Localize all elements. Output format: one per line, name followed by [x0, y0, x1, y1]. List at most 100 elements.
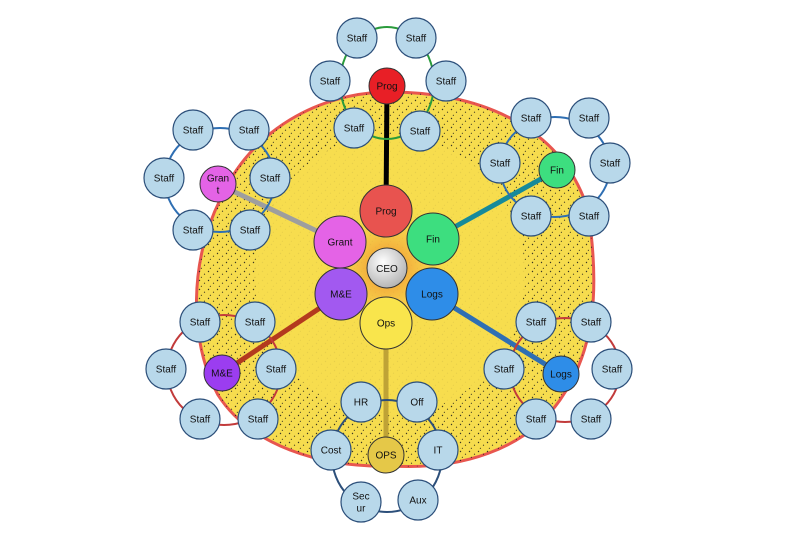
ceo-node[interactable]: CEO	[366, 247, 408, 289]
prog-member-circle[interactable]	[333, 107, 375, 149]
grant-member-node[interactable]: Staff	[249, 157, 291, 199]
prog-member-node[interactable]: Staff	[333, 107, 375, 149]
fin-member-node[interactable]: Staff	[568, 97, 610, 139]
me-member-circle[interactable]	[255, 348, 297, 390]
logs-member-node[interactable]: Staff	[515, 301, 557, 343]
prog-member-node[interactable]: Staff	[425, 60, 467, 102]
ceo-circle[interactable]	[366, 247, 408, 289]
prog-member-node[interactable]: Staff	[309, 60, 351, 102]
ops-hub-node[interactable]: OPS	[367, 436, 405, 474]
prog-member-circle[interactable]	[336, 17, 378, 59]
me-member-node[interactable]: Staff	[179, 398, 221, 440]
fin-member-circle[interactable]	[479, 142, 521, 184]
me-member-node[interactable]: Staff	[179, 301, 221, 343]
logs-member-circle[interactable]	[515, 398, 557, 440]
ops-member-circle[interactable]	[417, 429, 459, 471]
ops-member-circle[interactable]	[396, 381, 438, 423]
logs-member-circle[interactable]	[591, 348, 633, 390]
me-member-node[interactable]: Staff	[234, 301, 276, 343]
me-member-circle[interactable]	[179, 398, 221, 440]
prog-member-circle[interactable]	[309, 60, 351, 102]
grant-member-node[interactable]: Staff	[143, 157, 185, 199]
ops-member-circle[interactable]	[340, 481, 382, 523]
logs-member-circle[interactable]	[570, 301, 612, 343]
logs-member-circle[interactable]	[483, 348, 525, 390]
prog-member-circle[interactable]	[395, 17, 437, 59]
fin-hub-circle[interactable]	[538, 151, 576, 189]
dept-node-prog[interactable]: Prog	[359, 184, 413, 238]
grant-member-node[interactable]: Staff	[229, 209, 271, 251]
fin-member-node[interactable]: Staff	[510, 195, 552, 237]
dept-node-ops[interactable]: Ops	[359, 296, 413, 350]
dept-circle-ops[interactable]	[359, 296, 413, 350]
logs-member-node[interactable]: Staff	[591, 348, 633, 390]
prog-member-node[interactable]: Staff	[395, 17, 437, 59]
dept-circle-logs[interactable]	[405, 267, 459, 321]
grant-member-circle[interactable]	[172, 109, 214, 151]
logs-member-circle[interactable]	[570, 398, 612, 440]
fin-member-circle[interactable]	[568, 195, 610, 237]
prog-hub-node[interactable]: Prog	[368, 67, 406, 105]
ops-member-circle[interactable]	[340, 381, 382, 423]
grant-member-circle[interactable]	[172, 209, 214, 251]
ops-member-node[interactable]: IT	[417, 429, 459, 471]
ops-member-node[interactable]: Aux	[397, 479, 439, 521]
fin-hub-node[interactable]: Fin	[538, 151, 576, 189]
logs-member-circle[interactable]	[515, 301, 557, 343]
me-member-circle[interactable]	[234, 301, 276, 343]
dept-node-fin[interactable]: Fin	[406, 212, 460, 266]
fin-member-node[interactable]: Staff	[510, 97, 552, 139]
me-member-circle[interactable]	[179, 301, 221, 343]
ops-member-node[interactable]: HR	[340, 381, 382, 423]
fin-member-circle[interactable]	[589, 142, 631, 184]
prog-member-node[interactable]: Staff	[399, 110, 441, 152]
ops-member-node[interactable]: Off	[396, 381, 438, 423]
me-member-node[interactable]: Staff	[237, 398, 279, 440]
prog-member-circle[interactable]	[425, 60, 467, 102]
fin-member-circle[interactable]	[510, 195, 552, 237]
grant-member-circle[interactable]	[143, 157, 185, 199]
ops-member-node[interactable]: Cost	[310, 429, 352, 471]
fin-member-node[interactable]: Staff	[568, 195, 610, 237]
dept-circle-grant[interactable]	[313, 215, 367, 269]
ops-hub-circle[interactable]	[367, 436, 405, 474]
me-member-node[interactable]: Staff	[145, 348, 187, 390]
me-hub-node[interactable]: M&E	[203, 354, 241, 392]
prog-member-node[interactable]: Staff	[336, 17, 378, 59]
dept-node-grant[interactable]: Grant	[313, 215, 367, 269]
grant-member-circle[interactable]	[228, 109, 270, 151]
fin-member-label: Staff	[579, 114, 600, 125]
dept-circle-fin[interactable]	[406, 212, 460, 266]
me-member-circle[interactable]	[145, 348, 187, 390]
grant-member-circle[interactable]	[229, 209, 271, 251]
ops-member-circle[interactable]	[310, 429, 352, 471]
logs-member-node[interactable]: Staff	[570, 398, 612, 440]
fin-member-node[interactable]: Staff	[479, 142, 521, 184]
logs-hub-node[interactable]: Logs	[542, 355, 580, 393]
dept-node-logs[interactable]: Logs	[405, 267, 459, 321]
dept-node-me[interactable]: M&E	[314, 267, 368, 321]
prog-member-circle[interactable]	[399, 110, 441, 152]
logs-hub-label: Logs	[550, 370, 572, 381]
grant-member-circle[interactable]	[249, 157, 291, 199]
grant-hub-circle[interactable]	[199, 165, 237, 203]
logs-member-node[interactable]: Staff	[570, 301, 612, 343]
logs-member-node[interactable]: Staff	[483, 348, 525, 390]
fin-member-node[interactable]: Staff	[589, 142, 631, 184]
grant-member-node[interactable]: Staff	[172, 109, 214, 151]
prog-hub-circle[interactable]	[368, 67, 406, 105]
logs-hub-circle[interactable]	[542, 355, 580, 393]
dept-circle-prog[interactable]	[359, 184, 413, 238]
me-hub-circle[interactable]	[203, 354, 241, 392]
me-member-node[interactable]: Staff	[255, 348, 297, 390]
me-member-circle[interactable]	[237, 398, 279, 440]
fin-member-circle[interactable]	[510, 97, 552, 139]
grant-member-node[interactable]: Staff	[228, 109, 270, 151]
grant-member-node[interactable]: Staff	[172, 209, 214, 251]
logs-member-node[interactable]: Staff	[515, 398, 557, 440]
ops-member-circle[interactable]	[397, 479, 439, 521]
fin-member-circle[interactable]	[568, 97, 610, 139]
